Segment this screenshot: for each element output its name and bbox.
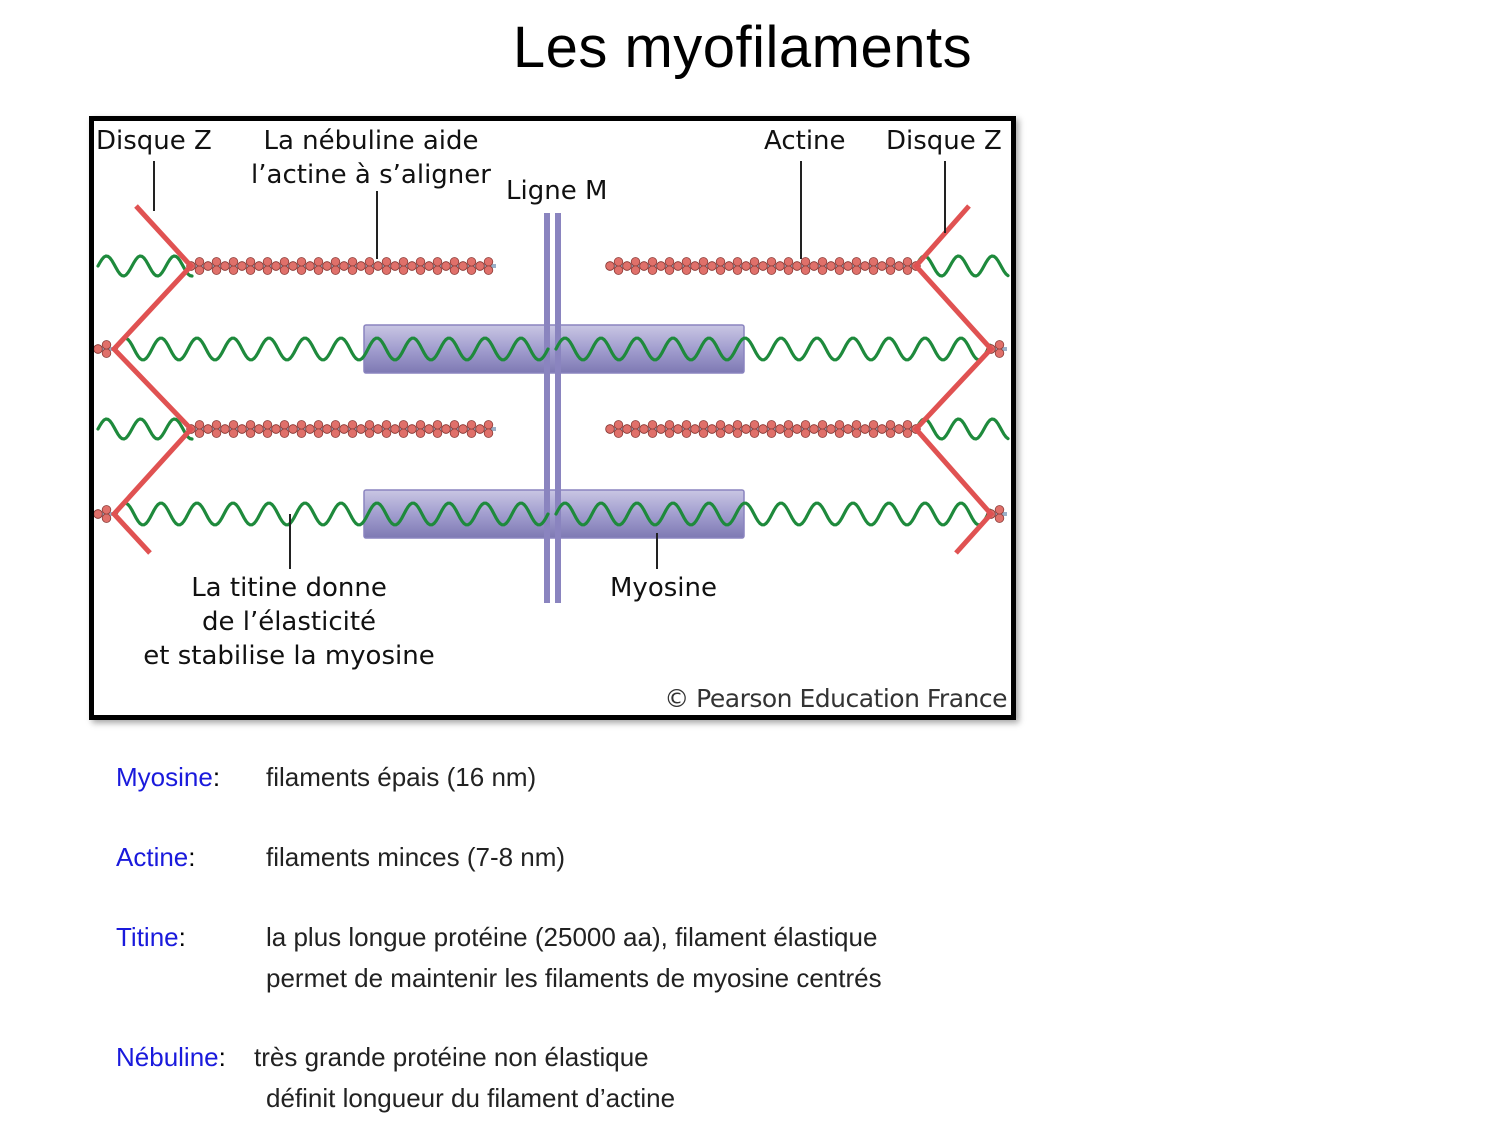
titin-filament xyxy=(914,417,1010,441)
m-line-label: Ligne M xyxy=(506,176,608,206)
slide-title: Les myofilaments xyxy=(512,15,973,80)
actin-filament-right xyxy=(605,257,921,275)
actin-filament-right xyxy=(605,420,921,438)
titin-label-line1: La titine donne xyxy=(191,573,387,603)
myosin-filament xyxy=(363,324,745,374)
definition-term: Myosine: xyxy=(116,762,221,792)
definition-text: permet de maintenir les filaments de myo… xyxy=(266,963,882,993)
nebulin-label-line2: l’actine à s’aligner xyxy=(251,160,491,190)
actin-stub xyxy=(94,340,114,358)
m-line-bar xyxy=(544,213,550,603)
definition-text: définit longueur du filament d’actine xyxy=(266,1083,676,1113)
definition-text: la plus longue protéine (25000 aa), fila… xyxy=(266,922,878,952)
definition-term: Titine: xyxy=(116,922,186,952)
z-disc-left xyxy=(110,204,195,555)
z-disc-left-label: Disque Z xyxy=(96,126,212,156)
definition-text: filaments épais (16 nm) xyxy=(266,762,537,792)
z-disc-right xyxy=(912,204,995,555)
m-line-bar xyxy=(555,213,561,603)
definition-text: filaments minces (7-8 nm) xyxy=(266,842,566,872)
nebulin-label: La nébuline aide l’actine à s’aligner xyxy=(246,124,496,192)
sarcomere-illustration xyxy=(94,161,1010,603)
myosin-filament xyxy=(363,489,745,539)
titin-filament xyxy=(114,501,550,527)
copyright-credit: © Pearson Education France xyxy=(664,684,1007,713)
z-disc-right-label: Disque Z xyxy=(886,126,1002,156)
titin-filament xyxy=(96,417,194,441)
titin-filament xyxy=(554,501,992,527)
titin-label-line2: de l’élasticité xyxy=(201,607,377,637)
titin-filament xyxy=(554,336,992,362)
actin-label: Actine xyxy=(764,126,846,156)
definition-text: très grande protéine non élastique xyxy=(254,1042,649,1072)
titin-filament xyxy=(96,254,194,278)
actin-filament-left xyxy=(186,420,496,438)
titin-label-line3: et stabilise la myosine xyxy=(143,641,435,671)
definition-term: Actine: xyxy=(116,842,196,872)
myosin-label: Myosine xyxy=(610,573,717,603)
titin-filament xyxy=(114,336,550,362)
titin-label: La titine donne de l’élasticité et stabi… xyxy=(134,571,444,673)
actin-stub xyxy=(94,505,114,523)
nebulin-label-line1: La nébuline aide xyxy=(263,126,479,156)
definition-term: Nébuline: xyxy=(116,1042,226,1072)
sarcomere-diagram: Disque Z La nébuline aide l’actine à s’a… xyxy=(89,116,1016,720)
actin-filament-left xyxy=(186,257,496,275)
titin-filament xyxy=(914,254,1010,278)
